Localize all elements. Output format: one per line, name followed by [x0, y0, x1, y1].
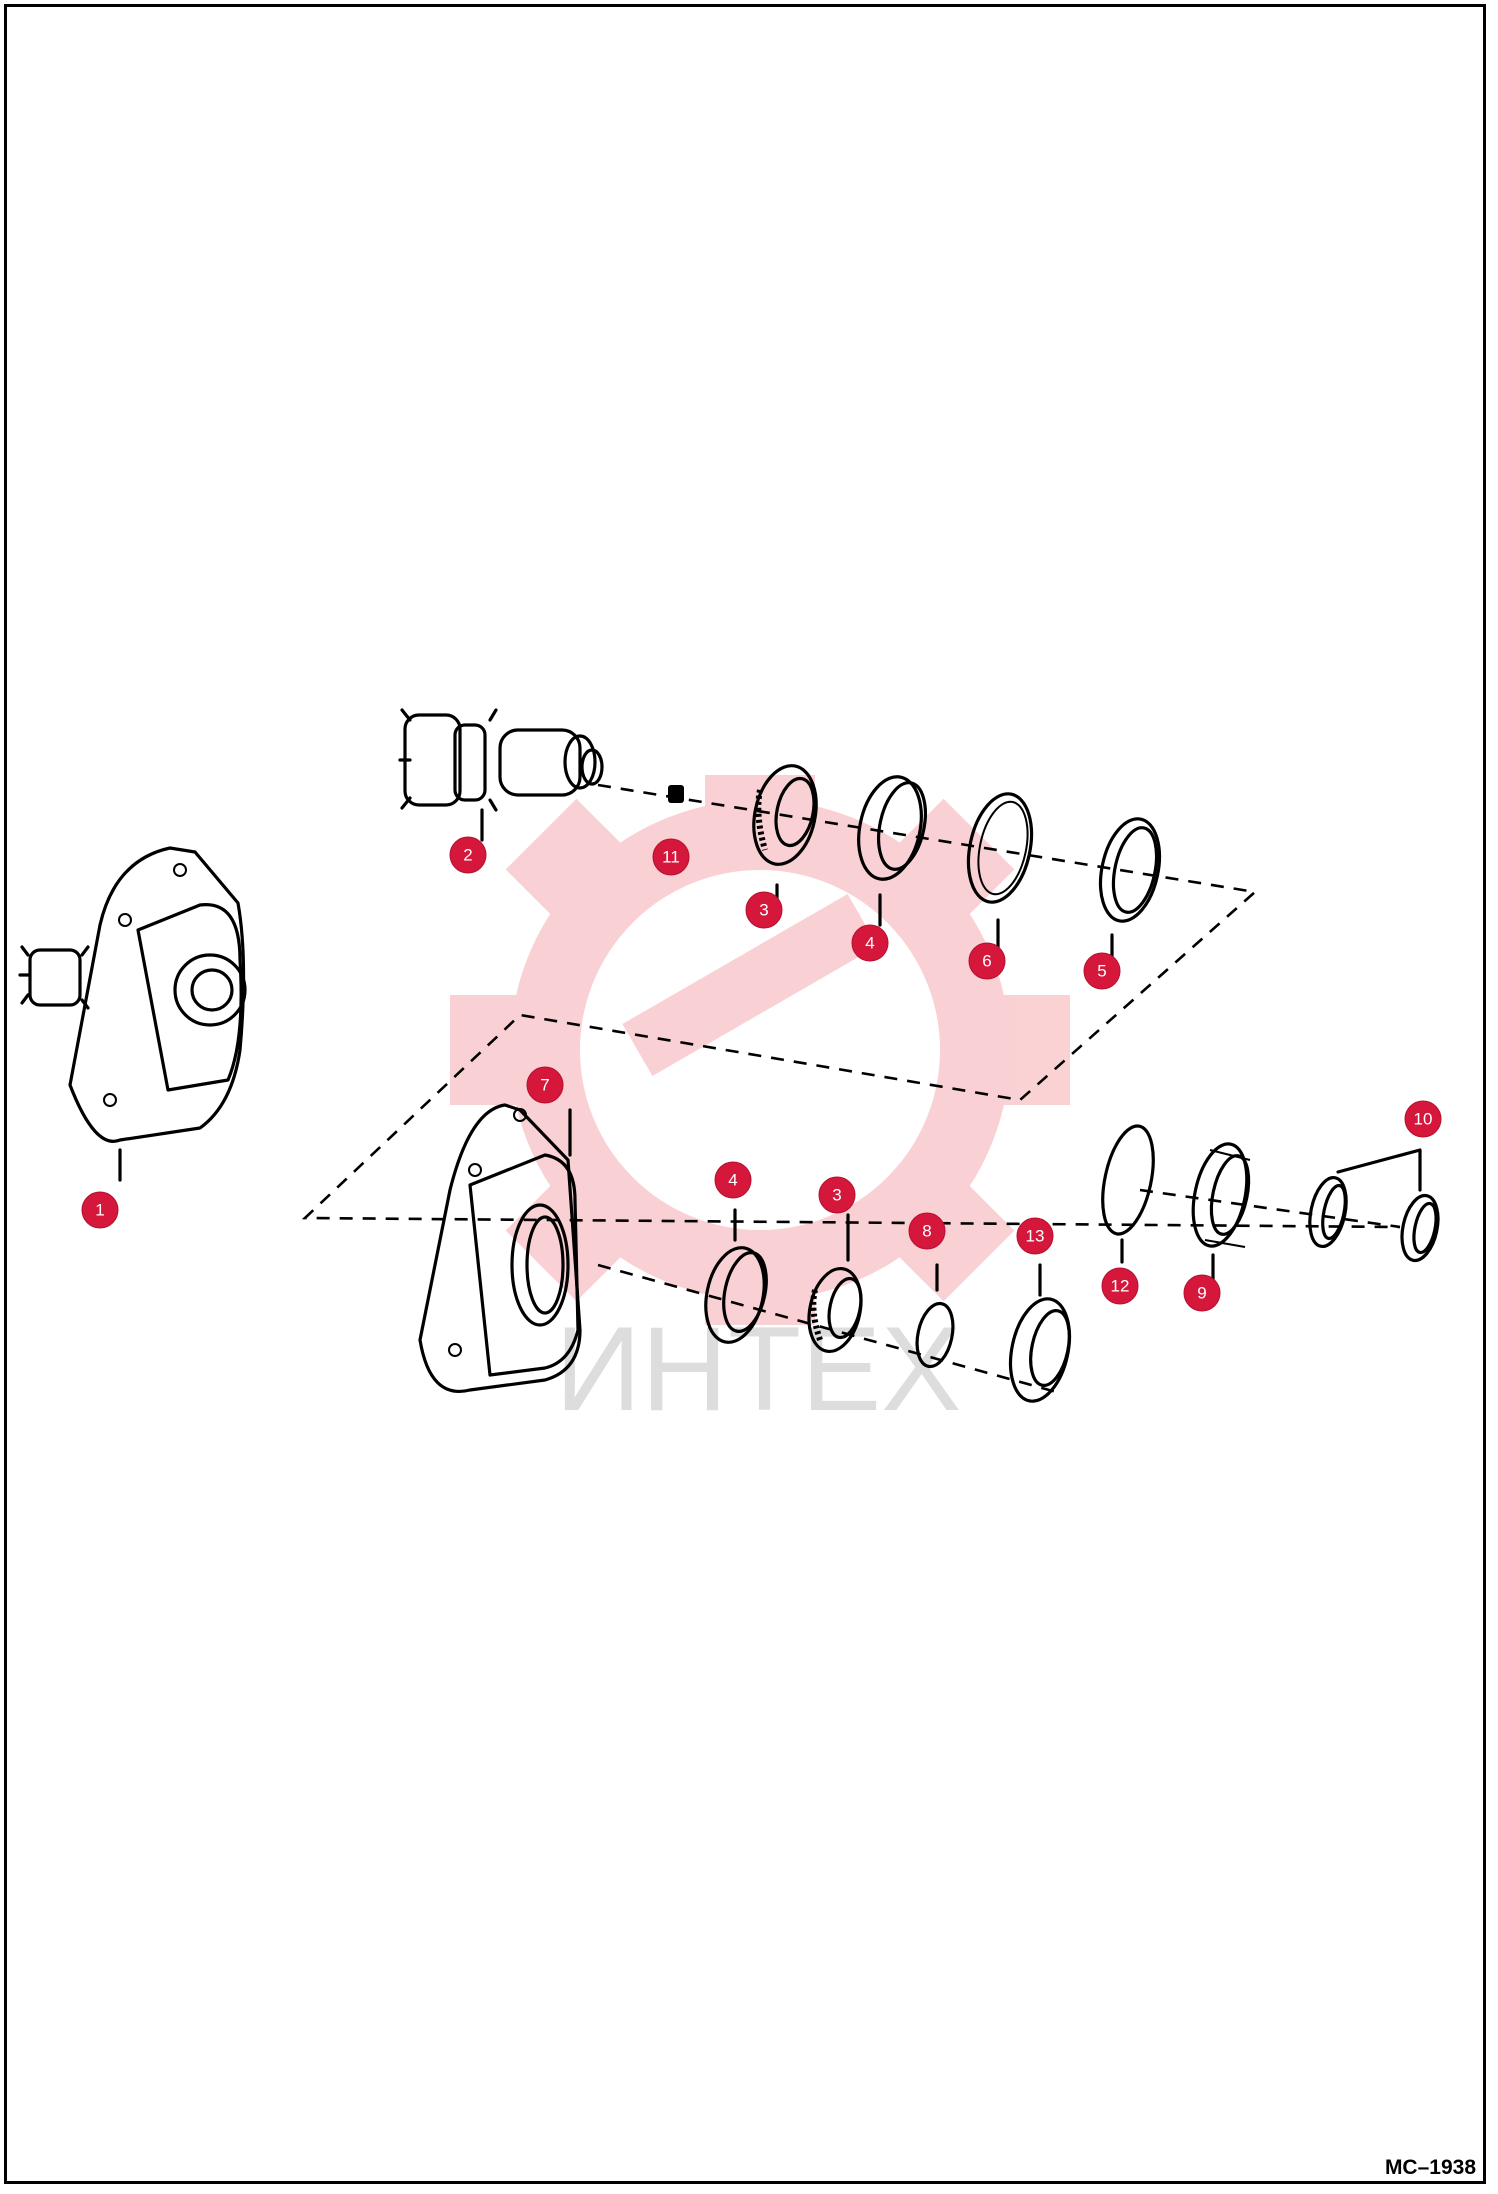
diagram-frame — [4, 4, 1486, 2184]
callout-label: 10 — [1414, 1110, 1433, 1129]
assembly-guide-lines — [301, 783, 1401, 1395]
callout-label: 11 — [662, 848, 680, 867]
callout-label: 1 — [95, 1201, 104, 1220]
part-3-bearing-lower — [807, 1213, 863, 1354]
callout-label: 12 — [1111, 1277, 1130, 1296]
part-13-seal-lower — [1008, 1263, 1072, 1403]
part-1-pump-housing — [18, 846, 247, 1182]
callout-label: 5 — [1097, 962, 1106, 981]
part-4-race-lower — [704, 1208, 768, 1344]
callout-3-upper[interactable]: 3 — [745, 891, 783, 929]
part-4-race-upper — [857, 775, 927, 927]
callout-4-lower[interactable]: 4 — [714, 1161, 752, 1199]
callout-6[interactable]: 6 — [968, 942, 1006, 980]
callout-5[interactable]: 5 — [1083, 952, 1121, 990]
callout-3-lower[interactable]: 3 — [818, 1176, 856, 1214]
part-8-o-ring-lower — [915, 1263, 955, 1369]
callout-label: 13 — [1026, 1227, 1045, 1246]
callout-13[interactable]: 13 — [1016, 1217, 1054, 1255]
part-2-gear-shaft — [398, 708, 604, 842]
reference-code: MC–1938 — [1384, 2156, 1476, 2179]
part-9-bearing-lower — [1191, 1142, 1251, 1282]
callout-label: 4 — [865, 934, 874, 953]
callout-label: 2 — [463, 846, 472, 865]
callout-label: 8 — [922, 1222, 931, 1241]
callout-label: 6 — [982, 952, 991, 971]
callout-11[interactable]: 11 — [652, 838, 690, 876]
part-3-bearing-upper — [752, 764, 818, 912]
callout-label: 3 — [832, 1186, 841, 1205]
part-5-seal-upper — [1098, 817, 1162, 967]
callout-12[interactable]: 12 — [1101, 1267, 1139, 1305]
callout-7[interactable]: 7 — [526, 1066, 564, 1104]
callout-label: 9 — [1197, 1284, 1206, 1303]
watermark-gear-logo — [450, 775, 1070, 1325]
part-6-seal-upper — [966, 792, 1034, 950]
callout-1[interactable]: 1 — [81, 1191, 119, 1229]
callout-9[interactable]: 9 — [1183, 1274, 1221, 1312]
callout-label: 4 — [728, 1171, 737, 1190]
callout-10[interactable]: 10 — [1404, 1100, 1442, 1138]
callout-4-upper[interactable]: 4 — [851, 924, 889, 962]
part-12-o-ring-lower — [1101, 1124, 1155, 1264]
callout-label: 3 — [759, 901, 768, 920]
part-1-drive-gear — [18, 945, 90, 1010]
callout-8[interactable]: 8 — [908, 1212, 946, 1250]
watermark-text: ИНТЕХ — [555, 1302, 961, 1436]
part-10-seals-pair — [1308, 1148, 1440, 1263]
callout-label: 7 — [540, 1076, 549, 1095]
callout-2[interactable]: 2 — [449, 836, 487, 874]
part-7-housing-plate — [418, 1103, 582, 1393]
